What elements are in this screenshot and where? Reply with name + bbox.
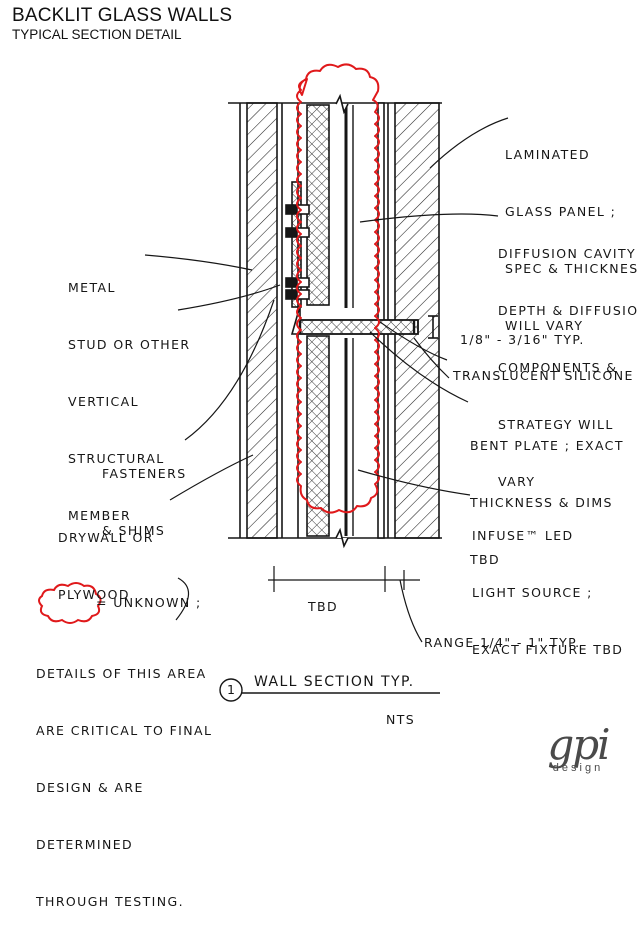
section-scale: NTS [386,712,416,727]
callout-glass-panel: LAMINATED GLASS PANEL ; SPEC & THICKNESS… [505,147,638,333]
section-title: WALL SECTION TYP. [254,674,415,690]
legend-note: DETAILS OF THIS AREA ARE CRITICAL TO FIN… [36,666,213,909]
callout-light-source: INFUSE™ LED LIGHT SOURCE ; EXACT FIXTURE… [472,528,624,657]
callout-range: RANGE 1/4" - 1" TYP. [424,635,581,650]
callout-metal-stud: METAL STUD OR OTHER VERTICAL STRUCTURAL … [68,280,191,523]
section-drawing [38,63,509,702]
dimension-tbd: TBD [308,599,339,614]
led-light-source [344,105,354,536]
callout-bent-plate: BENT PLATE ; EXACT THICKNESS & DIMS TBD [470,438,624,567]
callout-drywall: DRYWALL OR PLYWOOD [58,530,154,602]
callout-fasteners: FASTENERS & SHIMS [102,466,187,538]
glass-panel-lower [306,335,330,537]
fasteners [285,204,310,300]
legend-unknown-label: = UNKNOWN ; [96,595,202,610]
legend-cloud-symbol [38,582,102,624]
logo-word: design [552,762,604,774]
section-number: 1 [227,682,237,697]
drywall-layer [246,102,278,539]
callout-gap-dimension: 1/8" - 3/16" TYP. [460,332,585,347]
logo-mark: gpi [547,720,610,769]
page-title: BACKLIT GLASS WALLS [12,5,233,26]
unknown-area-cloud [296,63,380,514]
callout-silicone: TRANSLUCENT SILICONE [453,368,634,383]
gpi-design-logo: gpi design [532,720,624,775]
page-subtitle: TYPICAL SECTION DETAIL [12,27,182,42]
callout-diffusion-cavity: DIFFUSION CAVITY ; DEPTH & DIFFUSION COM… [498,246,638,489]
glass-panel-upper [306,104,330,306]
